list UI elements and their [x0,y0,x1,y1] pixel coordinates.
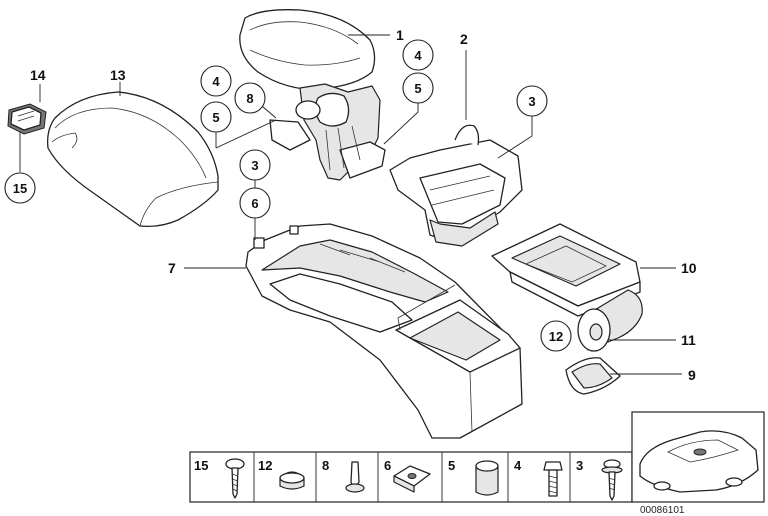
callout-4-right: 4 [414,48,422,63]
hex-bolt-icon [543,461,563,497]
callout-6: 6 [251,196,258,211]
part-9-cover [565,357,621,395]
callout-15: 15 [13,181,27,196]
callout-12: 12 [549,329,563,344]
part-2-tray-insert [389,124,523,247]
strip-label-8: 8 [322,458,329,473]
clip-nut-icon [393,465,431,493]
callout-3-circle [516,85,548,117]
callout-1: 1 [396,27,404,43]
callout-14: 14 [30,67,46,83]
part-14-connector [7,103,47,135]
callout-7: 7 [168,260,176,276]
expanding-rivet-icon [345,461,365,493]
callout-2: 2 [460,31,468,47]
strip-label-12: 12 [258,458,272,473]
strip-label-3: 3 [576,458,583,473]
callout-3-circle-left [239,149,271,181]
reference-number: 00086101 [640,505,685,516]
vehicle-thumbnail [631,411,765,503]
callout-6-circle [239,187,271,219]
callout-11: 11 [681,332,696,348]
leader-lines [19,34,682,375]
callout-5-circle-left [200,101,232,133]
callout-15-circle [4,172,36,204]
strip-label-5: 5 [448,458,455,473]
callout-5-right: 5 [414,81,421,96]
callout-12-circle [540,320,572,352]
part-7-centre-console [245,223,523,439]
fastener-strip: 15 12 8 6 5 4 3 [189,451,633,503]
strip-label-15: 15 [194,458,208,473]
screw-icon [225,458,245,499]
strip-label-4: 4 [514,458,522,473]
callout-13: 13 [110,67,126,83]
callout-10: 10 [681,260,697,276]
callout-5-left: 5 [212,110,219,125]
callout-4-circle-right [402,39,434,71]
plug-cap-icon [279,471,305,490]
strip-label-6: 6 [384,458,391,473]
callout-3-left: 3 [251,158,258,173]
part-11-roller [577,289,643,352]
callout-4-circle-left [200,65,232,97]
callout-5-circle-right [402,72,434,104]
part-1-armrest-mechanism [239,9,386,181]
callout-8: 8 [246,91,253,106]
bushing-icon [475,460,499,496]
part-13-armrest-cushion [47,91,219,228]
callout-9: 9 [688,367,696,383]
callouts: 1 2 3 3 4 4 5 5 6 7 8 9 10 11 12 13 14 1… [4,27,697,383]
callout-4-left: 4 [212,74,220,89]
callout-3-top: 3 [528,94,535,109]
washer-screw-icon [601,459,623,501]
part-10-tray [491,223,641,317]
callout-8-circle [234,82,266,114]
car-silhouette-icon [639,430,759,493]
